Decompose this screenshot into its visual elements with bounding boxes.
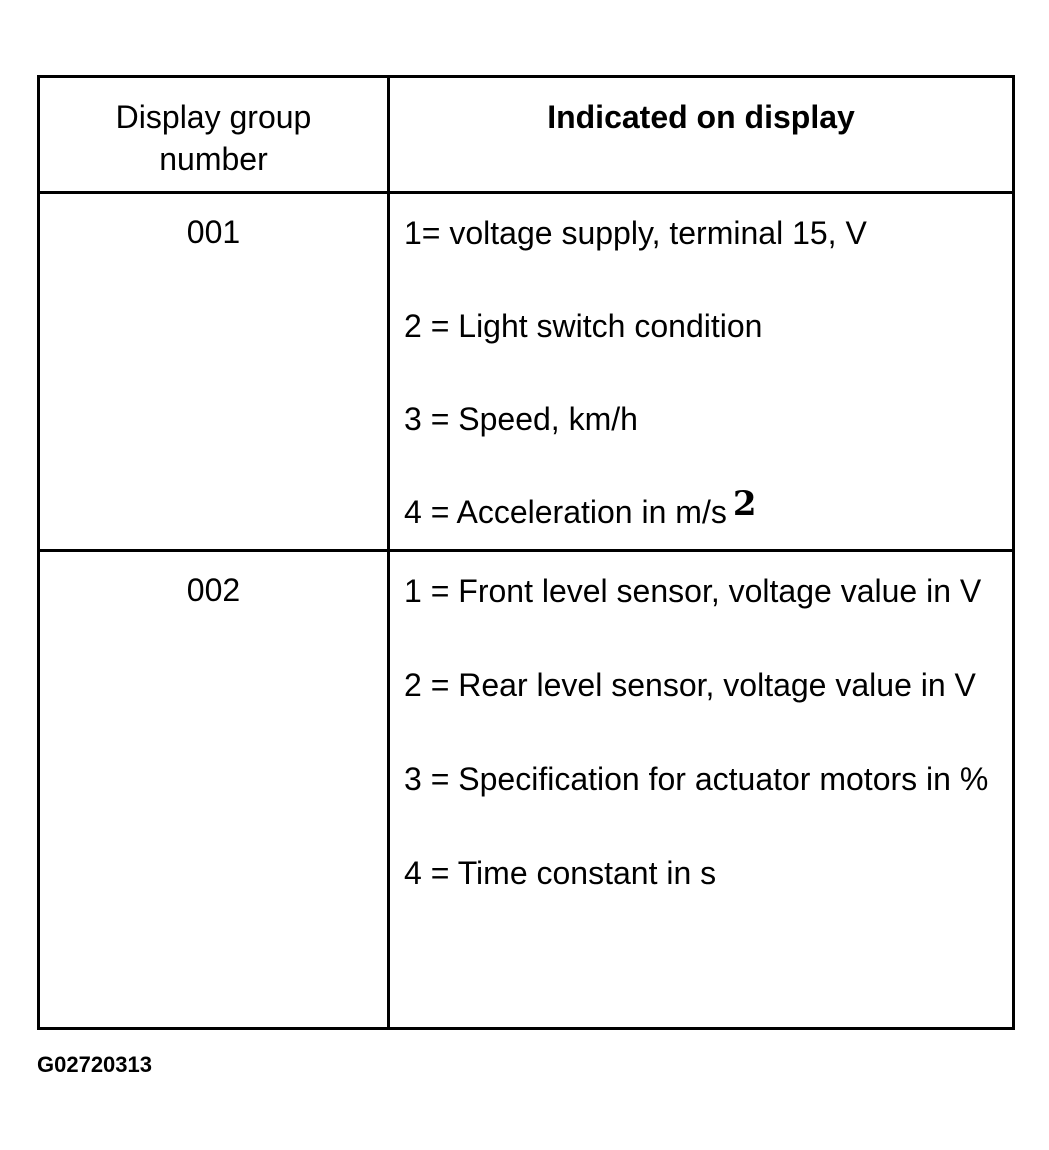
list-item: 2 = Rear level sensor, voltage value in … (404, 667, 976, 703)
display-items-001: 1= voltage supply, terminal 15, V 2 = Li… (387, 191, 1015, 552)
acceleration-text: 4 = Acceleration in m/s (404, 494, 727, 530)
list-item: 1 = Front level sensor, voltage value in… (404, 573, 982, 609)
list-item: 2 = Light switch condition (404, 308, 763, 344)
figure-id: G02720313 (37, 1052, 152, 1077)
display-items-002: 1 = Front level sensor, voltage value in… (387, 549, 1015, 1030)
list-item: 3 = Specification for actuator motors in… (404, 761, 989, 797)
display-group-table: Display group number Indicated on displa… (37, 75, 1015, 1030)
list-item: 3 = Speed, km/h (404, 401, 638, 437)
list-item: 1= voltage supply, terminal 15, V (404, 215, 867, 251)
group-number-001: 001 (37, 191, 390, 552)
header-display-group-number: Display group number (37, 75, 390, 194)
header-indicated-on-display: Indicated on display (387, 75, 1015, 194)
list-item: 4 = Time constant in s (404, 855, 717, 891)
table-row: 001 1= voltage supply, terminal 15, V 2 … (37, 191, 1015, 552)
group-number-002: 002 (37, 549, 390, 1030)
table-header-row: Display group number Indicated on displa… (37, 75, 1015, 194)
table-row: 002 1 = Front level sensor, voltage valu… (37, 549, 1015, 1030)
superscript-two: 2 (732, 484, 757, 524)
